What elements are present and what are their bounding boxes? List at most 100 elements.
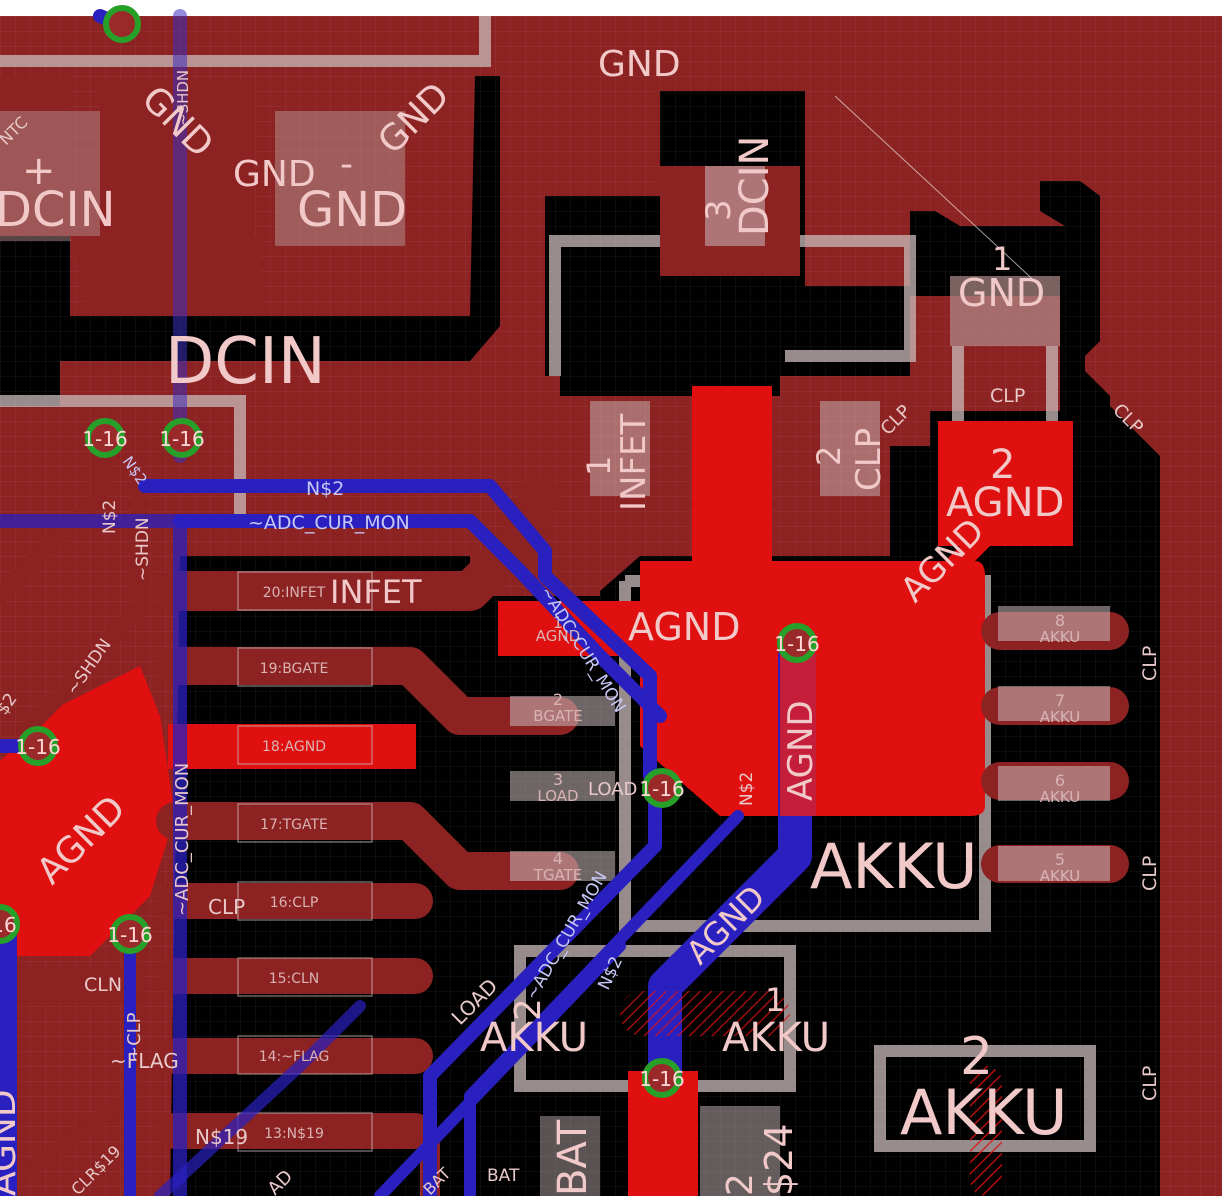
m8-pin5-name: AKKU [1040, 867, 1081, 885]
m8-pin1-name: AGND [536, 627, 580, 645]
via[interactable]: 16 [0, 904, 20, 944]
pad-mosfet-1 [590, 401, 650, 496]
via[interactable]: 1-16 [639, 1058, 685, 1098]
svg-text:1-16: 1-16 [774, 632, 819, 656]
label-gnd-pin: GND [297, 182, 407, 238]
label-lower-akku-big: AKKU [900, 1076, 1067, 1149]
label-clp-right-1: CLP [1139, 646, 1161, 681]
svg-text:16: 16 [0, 913, 17, 937]
label-cln-trace: CLN [84, 974, 122, 996]
via[interactable]: 1-16 [159, 418, 205, 458]
via[interactable]: 1-16 [107, 914, 153, 954]
label-res-pin1-name: GND [958, 271, 1045, 315]
via[interactable]: 1-16 [82, 418, 128, 458]
label-lower-akku-left: AKKU [480, 1015, 588, 1061]
label-mosfet-gnd: GND [598, 44, 681, 85]
m8-pin1-num: 1 [553, 613, 563, 632]
ratsnest-line [834, 95, 1041, 287]
label-net-clp-vertical: ~CLP [124, 1012, 145, 1061]
label-mosfet-pin3-name: DCIN [732, 136, 778, 236]
pcb-layout-canvas[interactable]: 1-16 1-16 1-16 16 1-16 1-16 1-16 1-16 + … [0, 5, 1222, 1196]
pad-resistor-1 [950, 276, 1060, 346]
m8-pin5-num: 5 [1055, 850, 1065, 869]
via[interactable] [103, 5, 141, 43]
label-res-clp: CLP [990, 385, 1025, 407]
m8-pin4-name: TGATE [533, 866, 583, 884]
svg-text:1-16: 1-16 [639, 777, 684, 801]
pad-hatched-vertical [970, 1066, 1002, 1196]
label-mosfet-pin1-num: 1 [580, 456, 618, 476]
ic-pin-20: 20:INFET [263, 585, 326, 601]
label-net-n2-top: N$2 [306, 478, 344, 500]
label-m8-agnd-vertical: AGND [781, 700, 821, 801]
label-lower-bat-vert: BAT [550, 1119, 596, 1196]
label-clp-right-3: CLP [1139, 1066, 1161, 1101]
svg-text:1-16: 1-16 [639, 1067, 684, 1091]
label-lower-s24: $24 [757, 1123, 801, 1196]
label-lower-akku-right: AKKU [722, 1015, 830, 1061]
m8-pin3-num: 3 [553, 770, 563, 789]
label-shdn-top: ~SHDN [174, 70, 192, 126]
m8-pin6-name: AKKU [1040, 788, 1081, 806]
pad-lower-bat [540, 1116, 600, 1196]
label-net-shdn: ~SHDN [133, 517, 153, 581]
label-net-adc-cur-mon: ~ADC_CUR_MON [248, 512, 410, 534]
label-mosfet-pin2-num: 2 [810, 446, 848, 466]
label-mosfet-pin1-name: INFET [614, 414, 654, 512]
svg-text:1-16: 1-16 [159, 427, 204, 451]
ic-pin-18: 18:AGND [262, 739, 326, 755]
via[interactable]: 1-16 [774, 623, 820, 663]
trace-agnd-vertical [780, 636, 816, 816]
ic-pin-19: 19:BGATE [260, 661, 329, 677]
label-clp-trace: CLP [208, 895, 245, 919]
via[interactable]: 1-16 [15, 726, 61, 766]
ic-pin-boxes [237, 571, 373, 1152]
label-lower-pad-two: 2 [720, 1173, 761, 1196]
pad-mosfet-2 [820, 401, 880, 496]
m8-pin2-name: BGATE [533, 707, 582, 725]
label-lower-pad2: 2 [508, 998, 549, 1021]
pad-dcin-plus [0, 111, 100, 241]
label-res-pin2-num: 2 [990, 442, 1015, 488]
m8-pin3-name: LOAD [537, 787, 578, 805]
pad-gnd-minus [275, 111, 405, 246]
copper-traces-bottom [0, 9, 812, 1196]
pad-hatched-horizontal [620, 991, 790, 1036]
label-dcin-big: DCIN [165, 325, 326, 399]
ic-pin-16: 16:CLP [270, 895, 319, 911]
ic-pin-14: 14:~FLAG [259, 1049, 330, 1065]
label-res-pin2-name: AGND [946, 480, 1064, 526]
svg-text:1-16: 1-16 [82, 427, 127, 451]
label-flag-trace: ~FLAG [110, 1049, 179, 1073]
m8-pin2-num: 2 [553, 690, 563, 709]
ic-pin-17: 17:TGATE [260, 817, 328, 833]
m8-pin8-name: AKKU [1040, 628, 1081, 646]
m8-pin7-num: 7 [1055, 691, 1065, 710]
label-lower-bat: BAT [487, 1166, 520, 1186]
label-gnd-a: GND [233, 154, 316, 195]
svg-text:1-16: 1-16 [107, 923, 152, 947]
label-clp-right-2: CLP [1139, 856, 1161, 891]
m8-pin6-num: 6 [1055, 771, 1065, 790]
label-infet-trace: INFET [330, 573, 422, 611]
label-net-n2-vert: N$2 [100, 500, 120, 534]
pcb-svg: 1-16 1-16 1-16 16 1-16 1-16 1-16 1-16 + … [0, 5, 1222, 1196]
label-mosfet-pin2-name: CLP [849, 428, 889, 491]
label-m8-n2: N$2 [737, 772, 757, 806]
label-n19-trace: N$19 [195, 1125, 248, 1149]
m8-pin4-num: 4 [553, 849, 563, 868]
svg-text:1-16: 1-16 [15, 735, 60, 759]
label-dcin-pin: DCIN [0, 182, 116, 238]
m8-pin7-name: AKKU [1040, 708, 1081, 726]
label-dc-plus: + [22, 148, 56, 194]
label-mosfet-pin3-num: 3 [699, 199, 739, 221]
vias: 1-16 1-16 1-16 16 1-16 1-16 1-16 1-16 [0, 5, 820, 1098]
via[interactable]: 1-16 [639, 768, 685, 808]
label-net-agnd-bottom-left: AGND [0, 1089, 24, 1196]
label-m8-akku: AKKU [810, 830, 977, 903]
label-dc-minus: - [340, 144, 353, 185]
label-res-pin1-num: 1 [992, 240, 1012, 278]
label-lower-pad1: 1 [765, 981, 785, 1019]
label-net-adc-vertical: ~ADC_CUR_MON [172, 763, 193, 916]
ic-pin-15: 15:CLN [269, 971, 320, 987]
